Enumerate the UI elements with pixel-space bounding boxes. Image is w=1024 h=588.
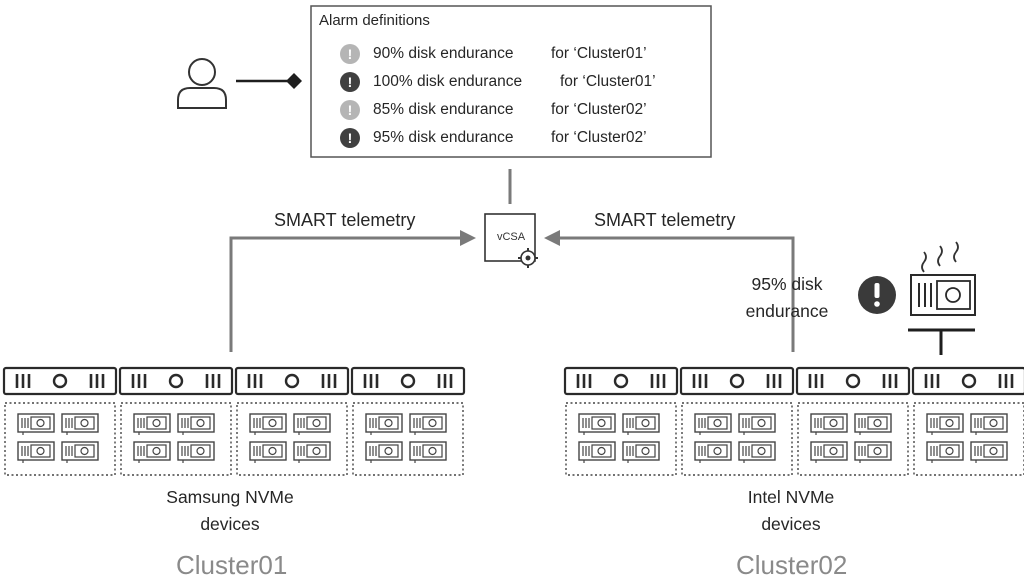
left-telemetry-label: SMART telemetry [274, 210, 416, 230]
alarm-row: ! 90% disk endurance for ‘Cluster01’ [340, 43, 647, 65]
server-host-icon [565, 368, 677, 475]
server-host-icon [797, 368, 909, 475]
alarm-row: ! 100% disk endurance for ‘Cluster01’ [340, 71, 656, 93]
alarm-name: 100% disk endurance [373, 73, 523, 90]
alarm-name: 90% disk endurance [373, 45, 514, 62]
alarm-scope: for ‘Cluster02’ [551, 129, 647, 146]
alarm-name: 85% disk endurance [373, 101, 514, 118]
cluster02-name: Cluster02 [736, 550, 848, 580]
cluster02-devices-label: Intel NVMe devices [711, 484, 871, 538]
server-host-icon [236, 368, 348, 475]
right-telemetry-label: SMART telemetry [594, 210, 736, 230]
critical-icon: ! [340, 72, 360, 92]
alarm-row: ! 85% disk endurance for ‘Cluster02’ [340, 99, 647, 121]
cluster01-name: Cluster01 [176, 550, 288, 580]
cluster02-devices-line1: Intel NVMe [747, 487, 835, 507]
server-host-icon [4, 368, 116, 475]
gear-icon [518, 248, 538, 268]
alarm-definitions-title: Alarm definitions [319, 12, 430, 29]
cluster01-hosts [4, 368, 464, 475]
overheating-nvme-card-icon [908, 241, 976, 355]
alarm-scope: for ‘Cluster02’ [551, 101, 647, 118]
warning-icon: ! [340, 44, 360, 64]
alarm-definitions-panel [310, 5, 712, 158]
alarm-name: 95% disk endurance [373, 129, 514, 146]
alarm-scope: for ‘Cluster01’ [551, 45, 647, 62]
cluster01-devices-line1: Samsung NVMe [166, 487, 294, 507]
endurance-alert-line1: 95% disk [751, 274, 823, 294]
right-telemetry-arrow [544, 230, 795, 352]
endurance-alert-line2: endurance [745, 301, 829, 321]
server-host-icon [913, 368, 1024, 475]
user-icon [177, 58, 227, 109]
exclamation-alert-icon [858, 276, 896, 314]
server-host-icon [681, 368, 793, 475]
cluster01-devices-label: Samsung NVMe devices [150, 484, 310, 538]
server-host-icon [120, 368, 232, 475]
endurance-alert-label: 95% disk endurance [732, 271, 842, 325]
cluster02-hosts [565, 368, 1024, 475]
vcsa-label: vCSA [496, 231, 526, 243]
diamond-icon [286, 73, 302, 89]
alarm-row: ! 95% disk endurance for ‘Cluster02’ [340, 127, 647, 149]
left-telemetry-arrow [229, 230, 476, 352]
cluster02-devices-line2: devices [761, 514, 821, 534]
alarm-scope: for ‘Cluster01’ [560, 73, 656, 90]
critical-icon: ! [340, 128, 360, 148]
server-host-icon [352, 368, 464, 475]
cluster01-devices-line2: devices [200, 514, 260, 534]
warning-icon: ! [340, 100, 360, 120]
